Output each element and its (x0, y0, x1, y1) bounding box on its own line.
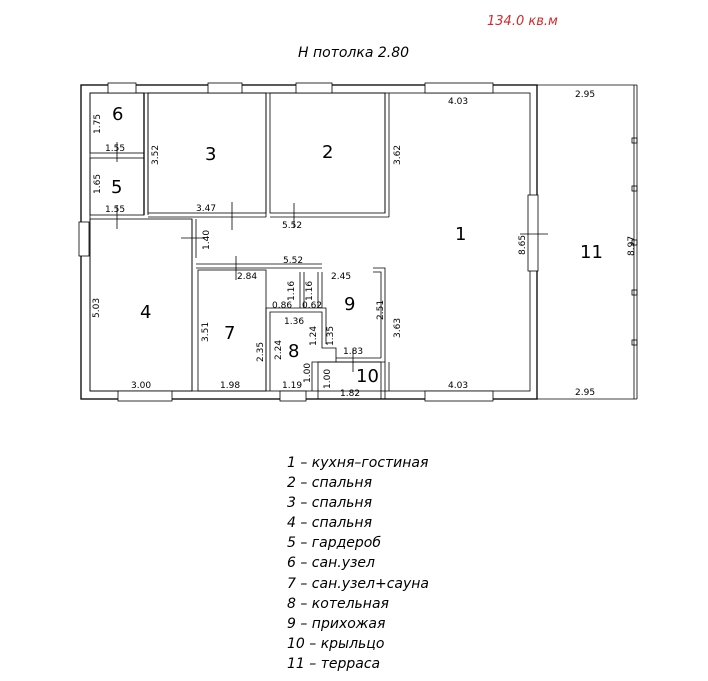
room-number-10: 10 (356, 366, 379, 387)
dim-label: 5.52 (283, 256, 303, 266)
legend-item: 6 – сан.узел (287, 555, 375, 571)
dim-label: 1.00 (303, 363, 313, 383)
dim-label: 1.55 (105, 144, 125, 154)
room-number-6: 6 (112, 104, 123, 125)
dim-label: 0.86 (272, 301, 292, 311)
dim-label: 8.97 (627, 236, 637, 256)
legend-item: 8 – котельная (287, 596, 389, 612)
dim-label: 3.51 (201, 322, 211, 342)
dim-label: 1.19 (282, 381, 302, 391)
legend-item: 11 – терраса (287, 656, 380, 672)
dim-label: 3.00 (131, 381, 151, 391)
legend-item: 5 – гардероб (287, 535, 381, 551)
outer-wall-outer (80, 84, 538, 400)
legend-item: 1 – кухня–гостиная (287, 455, 428, 471)
dim-label: 8.65 (518, 235, 528, 255)
dim-label: 5.52 (282, 221, 302, 231)
dim-label: 1.75 (93, 114, 103, 134)
room-number-3: 3 (205, 144, 216, 165)
dim-label: 1.24 (309, 326, 319, 346)
dim-label: 2.51 (376, 300, 386, 320)
legend-item: 7 – сан.узел+сауна (287, 576, 429, 592)
room-number-9: 9 (344, 294, 355, 315)
dim-label: 2.24 (274, 340, 284, 360)
ceiling-label: H потолка 2.80 (298, 45, 409, 61)
room-number-7: 7 (224, 323, 235, 344)
dim-label: 2.84 (237, 272, 257, 282)
legend: 1 – кухня–гостиная 2 – спальня 3 – спаль… (287, 455, 429, 672)
dim-label: 2.95 (575, 388, 595, 398)
dim-label: 2.45 (331, 272, 351, 282)
dim-label: 1.35 (326, 326, 336, 346)
dim-label: 0.62 (302, 301, 322, 311)
dim-label: 4.03 (448, 381, 468, 391)
dim-label: 1.83 (343, 347, 363, 357)
door-marks (116, 142, 548, 372)
room-number-4: 4 (140, 302, 151, 323)
room-number-8: 8 (288, 341, 299, 362)
dim-label: 1.65 (93, 174, 103, 194)
interior-walls (89, 92, 390, 400)
dim-label: 3.52 (151, 145, 161, 165)
room-number-2: 2 (322, 142, 333, 163)
dim-label: 1.16 (305, 281, 315, 301)
legend-item: 4 – спальня (287, 515, 372, 531)
legend-item: 9 – прихожая (287, 616, 385, 632)
room-number-1: 1 (455, 224, 466, 245)
dim-label: 1.98 (220, 381, 240, 391)
windows (78, 82, 539, 402)
dim-label: 2.95 (575, 90, 595, 100)
dim-label: 1.55 (105, 205, 125, 215)
dim-label: 4.03 (448, 97, 468, 107)
dim-label: 2.35 (256, 342, 266, 362)
area-label: 134.0 кв.м (487, 14, 558, 29)
dim-label: 5.03 (92, 298, 102, 318)
dim-label: 1.82 (340, 389, 360, 399)
dim-label: 3.63 (393, 318, 403, 338)
legend-item: 2 – спальня (287, 475, 372, 491)
terrace (537, 84, 638, 400)
legend-item: 10 – крыльцо (287, 636, 384, 652)
dim-label: 3.62 (393, 145, 403, 165)
dim-label: 1.36 (284, 317, 304, 327)
room-number-11: 11 (580, 242, 603, 263)
legend-item: 3 – спальня (287, 495, 372, 511)
room-number-5: 5 (111, 177, 122, 198)
dim-label: 1.00 (323, 369, 333, 389)
dim-label: 1.16 (287, 281, 297, 301)
dim-label: 1.40 (202, 230, 212, 250)
dim-label: 3.47 (196, 204, 216, 214)
